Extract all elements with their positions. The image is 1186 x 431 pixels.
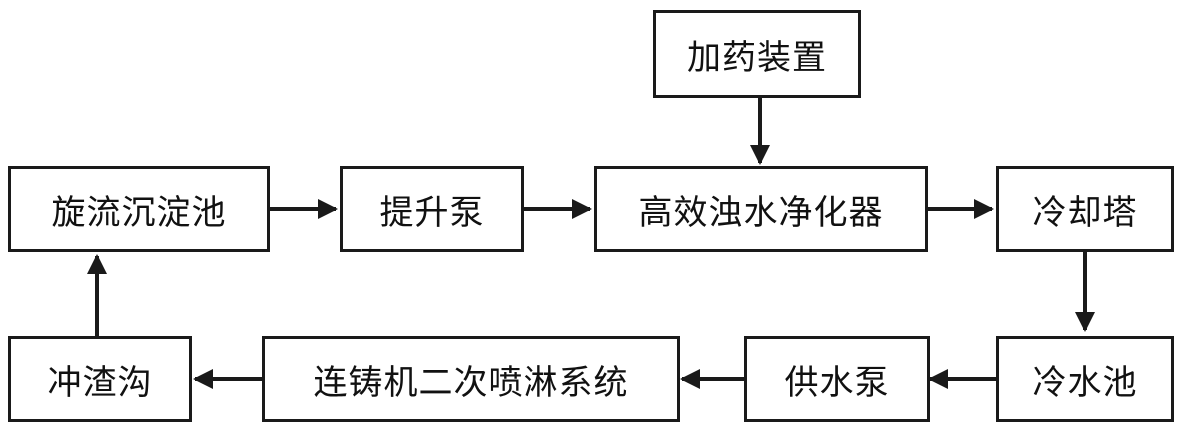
- node-cooling-tower: 冷却塔: [996, 166, 1174, 252]
- node-slag-trench: 冲渣沟: [8, 336, 192, 422]
- node-supply-pump: 供水泵: [744, 336, 930, 422]
- node-dosing-device: 加药装置: [653, 10, 861, 98]
- node-purifier: 高效浊水净化器: [594, 166, 928, 252]
- node-cyclone-tank: 旋流沉淀池: [8, 166, 270, 252]
- node-lift-pump: 提升泵: [340, 166, 524, 252]
- node-spray-system: 连铸机二次喷淋系统: [262, 336, 680, 422]
- node-cold-pool: 冷水池: [996, 336, 1174, 422]
